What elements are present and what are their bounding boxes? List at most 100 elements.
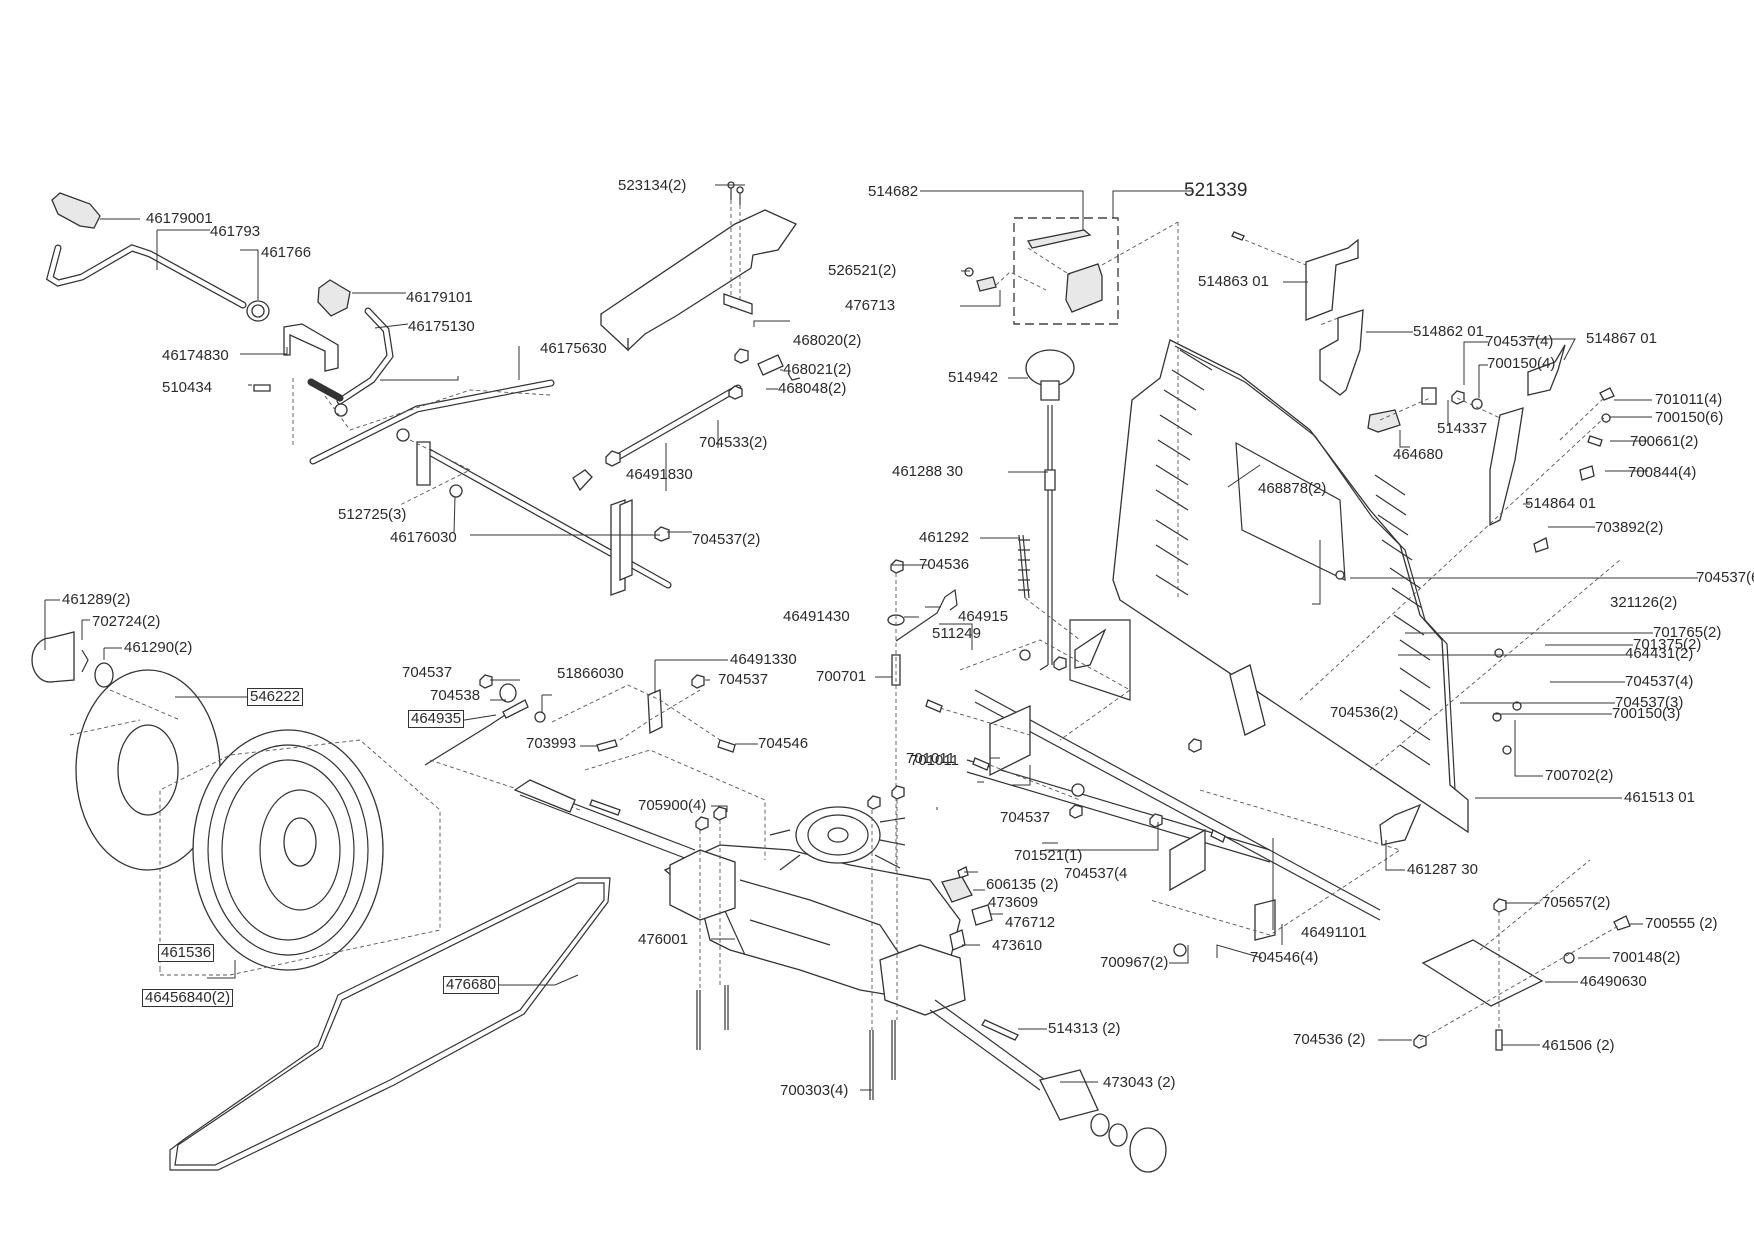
shift-lever xyxy=(887,349,1081,910)
switch-kit xyxy=(964,217,1179,325)
pedal-assembly xyxy=(45,192,672,596)
part-label: 514864 01 xyxy=(1525,495,1596,512)
part-label: 704536 (2) xyxy=(1293,1031,1366,1048)
spring xyxy=(1018,534,1030,599)
housing-block-right xyxy=(879,944,966,1016)
part-label: 461292 xyxy=(919,529,970,546)
part-label: 473043 (2) xyxy=(1103,1074,1176,1091)
hub-cap-right xyxy=(1129,1127,1167,1173)
part-label: 606135 (2) xyxy=(986,876,1059,893)
part-label: 514313 (2) xyxy=(1048,1020,1121,1037)
part-label: 476713 xyxy=(845,297,896,314)
part-label: 468048(2) xyxy=(778,380,847,397)
part-label: 511249 xyxy=(932,625,981,642)
part-label: 510434 xyxy=(162,379,213,396)
part-label: 461513 01 xyxy=(1624,789,1695,806)
part-label: 703993 xyxy=(526,735,577,752)
bracket-514863 xyxy=(1305,238,1359,321)
part-label: 700148(2) xyxy=(1612,949,1681,966)
part-label: 700303(4) xyxy=(780,1082,849,1099)
part-label: 46491101 xyxy=(1301,924,1367,941)
part-label: 46174830 xyxy=(162,347,229,364)
part-label: 523134(2) xyxy=(618,177,687,194)
part-label: 704537(3) xyxy=(1615,694,1684,711)
part-label: 514862 01 xyxy=(1413,323,1484,340)
part-label: 514867 01 xyxy=(1586,330,1657,347)
part-label: 700150(4) xyxy=(1487,355,1556,372)
part-label: 461287 30 xyxy=(1407,861,1478,878)
part-label: 514337 xyxy=(1437,420,1488,437)
bracket-plate xyxy=(1413,859,1631,1051)
sensor-473609 xyxy=(941,876,973,903)
wheel-hub-right xyxy=(1039,1069,1099,1121)
part-label: 46175130 xyxy=(408,318,475,335)
footrest-linkage xyxy=(572,181,801,581)
part-label: 464680 xyxy=(1393,446,1444,463)
switch-connector xyxy=(976,276,997,292)
part-label: 473610 xyxy=(992,937,1043,954)
pedal-pad-right xyxy=(317,279,351,317)
star-washer xyxy=(449,484,463,498)
part-label: 704537 xyxy=(402,664,453,681)
part-label: 700555 (2) xyxy=(1645,915,1718,932)
part-label: 461506 (2) xyxy=(1542,1037,1615,1054)
star-washer xyxy=(396,428,410,442)
part-label: 704538 xyxy=(430,687,481,704)
frame-rail-rear xyxy=(974,689,1381,921)
drive-belt xyxy=(174,882,605,1166)
bracket-514864 xyxy=(1489,407,1524,527)
part-label: 700844(4) xyxy=(1628,464,1697,481)
part-label: 464431(2) xyxy=(1625,645,1694,662)
seat-switch-arm xyxy=(1026,229,1092,249)
frame-bracket-right xyxy=(1169,828,1206,892)
axle-right xyxy=(929,999,1046,1091)
sensor-476712 xyxy=(971,904,993,926)
part-label: 461289(2) xyxy=(62,591,131,608)
part-label: 46491830 xyxy=(626,466,693,483)
part-label: 702724(2) xyxy=(92,613,161,630)
shift-rod xyxy=(1039,405,1053,671)
part-label: 476001 xyxy=(638,931,689,948)
part-label: 468021(2) xyxy=(783,361,852,378)
switch-block xyxy=(1065,263,1103,313)
part-label: 546222 xyxy=(247,688,304,706)
part-label: 461288 30 xyxy=(892,463,963,480)
part-label: 514863 01 xyxy=(1198,273,1269,290)
part-label: 464935 xyxy=(408,710,465,728)
kit-boundary xyxy=(1013,217,1119,325)
part-label: 46456840(2) xyxy=(142,989,234,1007)
hook-461287 xyxy=(1379,803,1422,846)
part-label: 46490630 xyxy=(1580,973,1647,990)
part-label: 704546 xyxy=(758,735,809,752)
part-label: 705657(2) xyxy=(1542,894,1611,911)
part-label: 704536(2) xyxy=(1330,704,1399,721)
part-label: 512725(3) xyxy=(338,506,407,523)
part-label: 51866030 xyxy=(557,665,624,682)
interlock-switch xyxy=(1367,409,1401,433)
part-label: 704533(2) xyxy=(699,434,768,451)
pedal-pad-left xyxy=(51,192,101,229)
cross-bar xyxy=(1069,619,1131,701)
part-label: 468878(2) xyxy=(1258,480,1327,497)
part-label: 700150(6) xyxy=(1655,409,1724,426)
part-label: 704536 xyxy=(919,556,970,573)
bracket-46491330 xyxy=(647,689,663,735)
part-label: 704546(4) xyxy=(1250,949,1319,966)
part-label: 700661(2) xyxy=(1630,433,1699,450)
part-label: 700702(2) xyxy=(1545,767,1614,784)
pedal-bracket xyxy=(283,323,339,372)
part-label: 46176030 xyxy=(390,529,457,546)
part-label: 704537 xyxy=(1000,809,1051,826)
part-label: 46175630 xyxy=(540,340,607,357)
part-label: 476680 xyxy=(443,976,500,994)
return-wire xyxy=(895,588,958,642)
part-label: 476712 xyxy=(1005,914,1056,931)
part-label: 521339 xyxy=(1184,180,1248,201)
part-label: 704537(4) xyxy=(1625,673,1694,690)
mount-plate xyxy=(1421,939,1544,1007)
cable-bracket xyxy=(424,674,736,811)
ball-joint xyxy=(757,354,784,376)
part-label: 46491430 xyxy=(783,608,850,625)
part-label: 468020(2) xyxy=(793,332,862,349)
part-label: 703892(2) xyxy=(1595,519,1664,536)
